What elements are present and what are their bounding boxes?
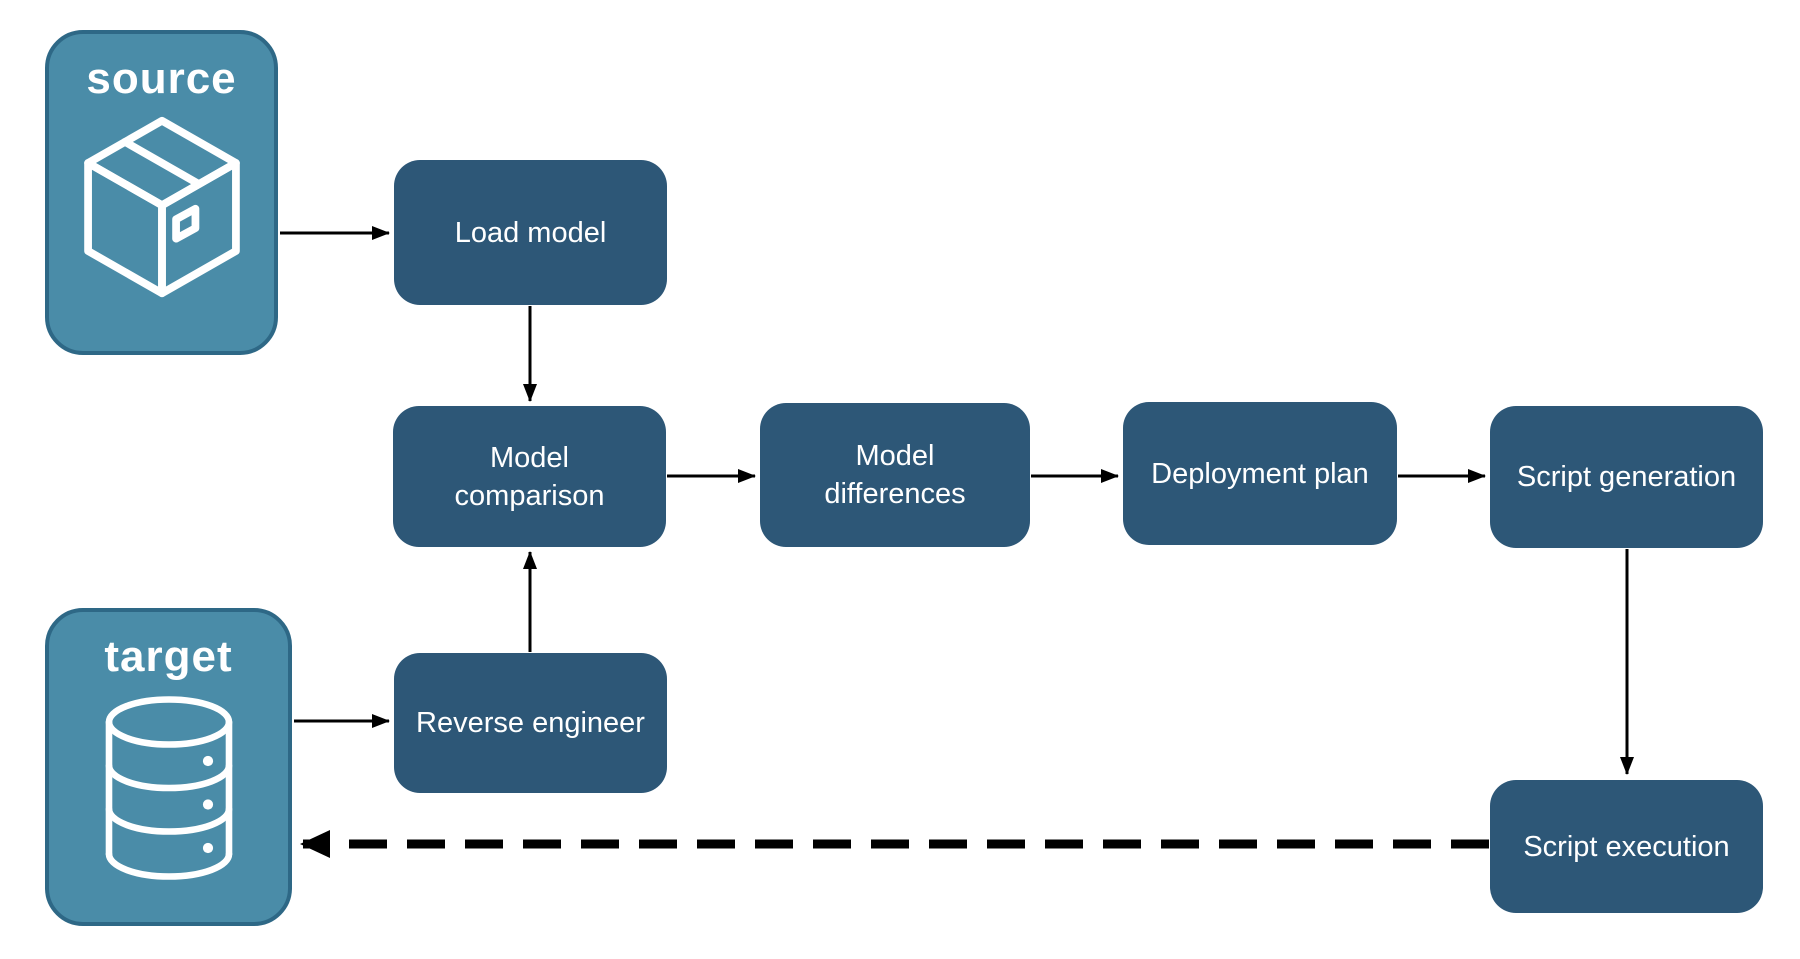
node-reverse-engineer: Reverse engineer (394, 653, 667, 793)
actor-source: source (45, 30, 278, 355)
node-model-differences-label: Model differences (824, 440, 966, 510)
actor-source-label: source (86, 54, 237, 103)
node-script-execution-label: Script execution (1523, 830, 1730, 863)
node-script-generation: Script generation (1490, 406, 1763, 548)
node-deployment-plan-label: Deployment plan (1151, 457, 1369, 490)
node-deployment-plan: Deployment plan (1123, 402, 1397, 545)
node-reverse-engineer-label: Reverse engineer (416, 707, 645, 739)
node-model-comparison-label: Model comparison (454, 441, 605, 512)
actor-target-label: target (104, 632, 233, 681)
node-load-model: Load model (394, 160, 667, 305)
node-load-model-label: Load model (454, 216, 607, 249)
node-model-differences: Model differences (760, 403, 1030, 547)
database-icon (105, 696, 232, 880)
node-script-generation-label: Script generation (1516, 461, 1737, 493)
actor-target: target (45, 608, 292, 926)
node-model-comparison: Model comparison (393, 406, 666, 547)
node-script-execution: Script execution (1490, 780, 1763, 913)
package-icon (83, 116, 240, 298)
